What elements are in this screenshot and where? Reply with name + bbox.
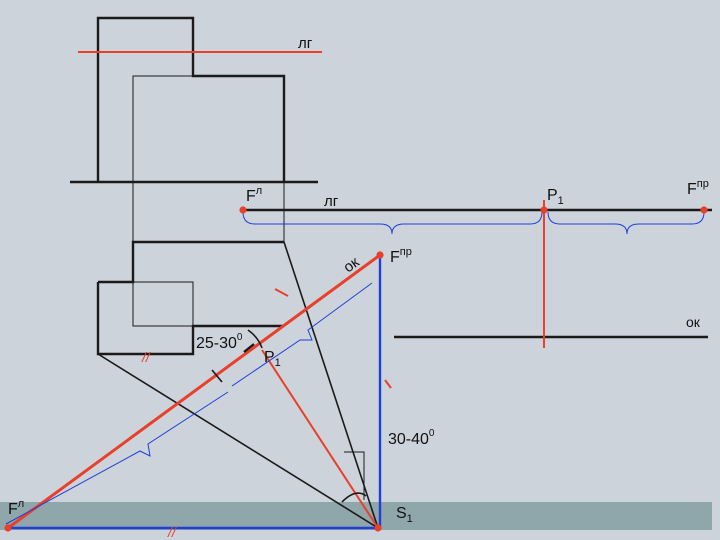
construction-points <box>4 206 708 532</box>
angle-marks <box>211 329 367 503</box>
point-f-l-top <box>239 206 247 214</box>
label-p1-top: P1 <box>547 187 564 207</box>
dimension-braces <box>5 211 705 525</box>
label-f-l-top: Fл <box>246 185 262 205</box>
ground-band <box>0 502 712 530</box>
sight-rays <box>97 241 379 529</box>
parallel-mark-2: // <box>167 524 178 540</box>
brace-slanted-lower <box>5 391 229 525</box>
construction-lines <box>7 51 545 530</box>
point-f-pr-mid <box>376 251 384 259</box>
point-f-pr-right <box>700 206 708 214</box>
point-p1-top <box>540 206 548 214</box>
object-outline <box>70 16 708 356</box>
label-lg-mid: лг <box>324 193 339 210</box>
sight-ray-1 <box>97 353 379 529</box>
brace-p1-to-fpr <box>547 211 705 235</box>
label-angle-25-30: 25-300 <box>196 332 243 352</box>
plan-outline-top <box>96 16 286 182</box>
label-ok-right: ок <box>686 314 701 330</box>
plan-step <box>98 240 284 284</box>
point-f-l-bottom <box>4 524 12 532</box>
label-angle-30-40: 30-400 <box>388 428 435 448</box>
tick-mark-1 <box>274 288 289 297</box>
label-s1: S1 <box>396 505 413 525</box>
plan-inner-line-1 <box>132 75 193 242</box>
label-f-pr-mid: Fпр <box>390 246 412 266</box>
angle-guide <box>344 451 365 500</box>
label-f-l-bottom: Fл <box>8 498 24 518</box>
label-p1-mid: P1 <box>264 349 281 369</box>
plan-outline-bottom <box>96 282 284 356</box>
angle-arc-25-30 <box>247 329 263 349</box>
object-thin-lines <box>132 75 285 327</box>
arrow-mark <box>243 343 255 353</box>
p1-connector <box>257 254 381 346</box>
label-lg-top: лг <box>298 35 313 52</box>
label-f-pr-right: Fпр <box>687 178 709 198</box>
vertical-lines <box>8 255 382 530</box>
brace-slanted-upper <box>231 282 373 387</box>
parallel-mark-1: // <box>141 349 152 365</box>
tick-mark-2 <box>384 379 392 389</box>
plan-inner-box <box>132 281 194 327</box>
tick-mark-3 <box>211 369 223 383</box>
sight-ray-2 <box>283 241 379 529</box>
point-s1 <box>374 524 382 532</box>
brace-fl-to-p1 <box>242 211 543 235</box>
p1-ray <box>261 349 379 529</box>
